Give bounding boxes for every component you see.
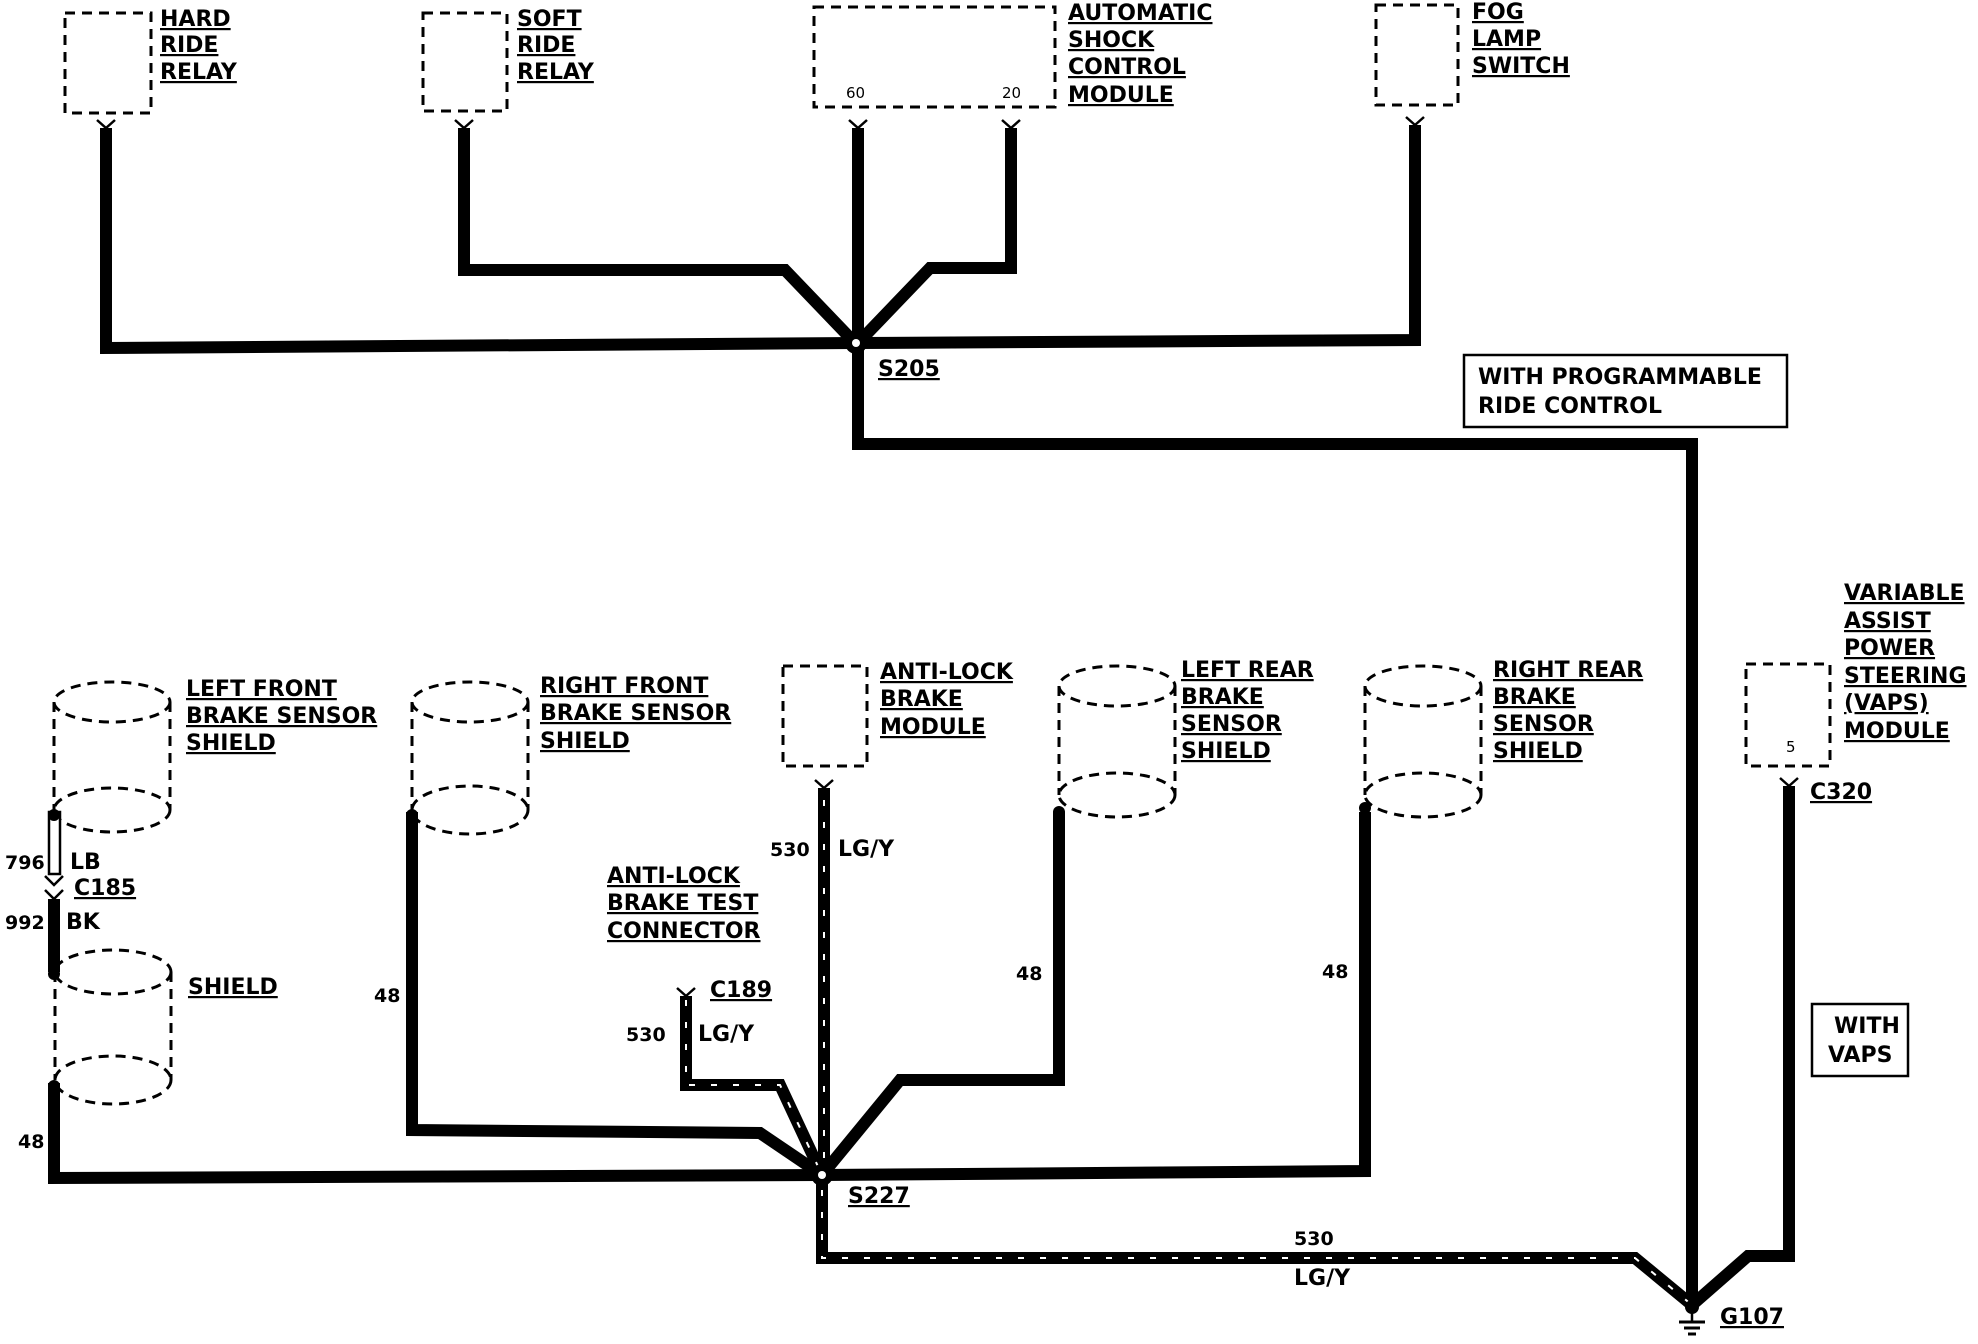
svg-text:530: 530 xyxy=(1294,1228,1334,1250)
svg-text:RIDE: RIDE xyxy=(517,33,575,58)
svg-text:BRAKE SENSOR: BRAKE SENSOR xyxy=(540,701,731,726)
c185-label: C185 xyxy=(74,876,136,901)
s227-wiring: S227 xyxy=(48,786,1795,1310)
s227-label: S227 xyxy=(848,1184,910,1209)
svg-text:SHIELD: SHIELD xyxy=(1181,739,1271,764)
svg-text:796: 796 xyxy=(5,852,45,874)
vaps-module: 5 VARIABLE ASSIST POWER STEERING (VAPS) … xyxy=(1744,581,1967,805)
svg-text:SHIELD: SHIELD xyxy=(540,729,630,754)
svg-text:LB: LB xyxy=(70,850,101,875)
svg-text:RELAY: RELAY xyxy=(160,60,238,85)
svg-text:RIGHT REAR: RIGHT REAR xyxy=(1493,658,1643,683)
svg-text:LG/Y: LG/Y xyxy=(838,837,895,862)
svg-text:CONNECTOR: CONNECTOR xyxy=(607,919,761,944)
svg-text:5: 5 xyxy=(1786,738,1796,756)
hard-ride-relay: HARD RIDE RELAY xyxy=(63,7,238,130)
svg-text:SHIELD: SHIELD xyxy=(188,975,278,1000)
fog-lamp-switch: FOG LAMP SWITCH xyxy=(1374,0,1570,127)
svg-text:LEFT FRONT: LEFT FRONT xyxy=(186,677,337,702)
svg-text:SOFT: SOFT xyxy=(517,7,582,32)
svg-text:LG/Y: LG/Y xyxy=(1294,1266,1351,1291)
svg-text:(VAPS): (VAPS) xyxy=(1844,691,1929,716)
anti-lock-brake-module: ANTI-LOCK BRAKE MODULE xyxy=(781,660,1014,790)
soft-ride-relay: SOFT RIDE RELAY xyxy=(421,7,595,130)
svg-text:CONTROL: CONTROL xyxy=(1068,55,1186,80)
svg-text:BRAKE SENSOR: BRAKE SENSOR xyxy=(186,704,377,729)
svg-text:STEERING: STEERING xyxy=(1844,664,1967,689)
svg-text:VAPS: VAPS xyxy=(1828,1043,1893,1068)
svg-text:RELAY: RELAY xyxy=(517,60,595,85)
svg-text:530: 530 xyxy=(626,1024,666,1046)
svg-text:RIDE: RIDE xyxy=(160,33,218,58)
svg-text:FOG: FOG xyxy=(1472,0,1524,25)
s205-label: S205 xyxy=(878,357,940,382)
svg-text:SHOCK: SHOCK xyxy=(1068,28,1155,53)
svg-text:BK: BK xyxy=(66,910,101,935)
svg-text:ANTI-LOCK: ANTI-LOCK xyxy=(880,660,1014,685)
svg-text:WITH PROGRAMMABLE: WITH PROGRAMMABLE xyxy=(1478,365,1762,390)
svg-text:48: 48 xyxy=(1016,963,1042,985)
shield: SHIELD xyxy=(53,948,278,1106)
left-front-brake-sensor-shield: LEFT FRONT BRAKE SENSOR SHIELD xyxy=(52,677,377,834)
svg-text:530: 530 xyxy=(770,839,810,861)
automatic-shock-control-module: 60 20 AUTOMATIC SHOCK CONTROL MODULE xyxy=(812,1,1212,130)
svg-text:RIDE CONTROL: RIDE CONTROL xyxy=(1478,394,1662,419)
svg-text:SENSOR: SENSOR xyxy=(1181,712,1282,737)
wire-labels: 48 48 48 48 530 LG/Y 530 LG/Y 530 LG/Y xyxy=(18,837,1351,1291)
svg-text:SENSOR: SENSOR xyxy=(1493,712,1594,737)
svg-text:992: 992 xyxy=(5,912,45,934)
g107-ground: G107 xyxy=(1679,1300,1784,1336)
svg-text:RIGHT FRONT: RIGHT FRONT xyxy=(540,674,708,699)
svg-text:MODULE: MODULE xyxy=(880,715,986,740)
svg-text:MODULE: MODULE xyxy=(1068,83,1174,108)
svg-text:48: 48 xyxy=(18,1131,44,1153)
c185-jumper: 796 LB C185 992 BK xyxy=(5,809,136,980)
svg-text:SHIELD: SHIELD xyxy=(1493,739,1583,764)
svg-text:WITH: WITH xyxy=(1834,1014,1900,1039)
svg-text:SHIELD: SHIELD xyxy=(186,731,276,756)
s205-wiring: S205 xyxy=(100,125,1698,1305)
svg-text:BRAKE: BRAKE xyxy=(880,687,963,712)
svg-text:BRAKE: BRAKE xyxy=(1181,685,1264,710)
svg-text:LG/Y: LG/Y xyxy=(698,1022,755,1047)
svg-text:ASSIST: ASSIST xyxy=(1844,609,1931,634)
svg-text:LAMP: LAMP xyxy=(1472,27,1541,52)
programmable-ride-control-note: WITH PROGRAMMABLE RIDE CONTROL xyxy=(1462,353,1789,429)
svg-text:MODULE: MODULE xyxy=(1844,719,1950,744)
svg-text:BRAKE TEST: BRAKE TEST xyxy=(607,891,758,916)
right-front-brake-sensor-shield: RIGHT FRONT BRAKE SENSOR SHIELD xyxy=(410,674,731,836)
svg-text:48: 48 xyxy=(1322,961,1348,983)
svg-text:AUTOMATIC: AUTOMATIC xyxy=(1068,1,1212,26)
c189-label: C189 xyxy=(710,978,772,1003)
with-vaps-note: WITH VAPS xyxy=(1810,1002,1910,1078)
right-rear-brake-sensor-shield: RIGHT REAR BRAKE SENSOR SHIELD xyxy=(1363,658,1643,819)
svg-text:BRAKE: BRAKE xyxy=(1493,685,1576,710)
svg-text:20: 20 xyxy=(1002,84,1021,102)
anti-lock-brake-test-connector: ANTI-LOCK BRAKE TEST CONNECTOR C189 xyxy=(607,864,772,1003)
c320-label: C320 xyxy=(1810,780,1872,805)
svg-text:SWITCH: SWITCH xyxy=(1472,54,1570,79)
svg-text:POWER: POWER xyxy=(1844,636,1935,661)
svg-text:48: 48 xyxy=(374,985,400,1007)
svg-text:HARD: HARD xyxy=(160,7,231,32)
svg-text:60: 60 xyxy=(846,84,865,102)
svg-text:ANTI-LOCK: ANTI-LOCK xyxy=(607,864,741,889)
g107-label: G107 xyxy=(1720,1305,1784,1330)
svg-text:LEFT REAR: LEFT REAR xyxy=(1181,658,1314,683)
left-rear-brake-sensor-shield: LEFT REAR BRAKE SENSOR SHIELD xyxy=(1057,658,1314,819)
svg-text:VARIABLE: VARIABLE xyxy=(1844,581,1965,606)
